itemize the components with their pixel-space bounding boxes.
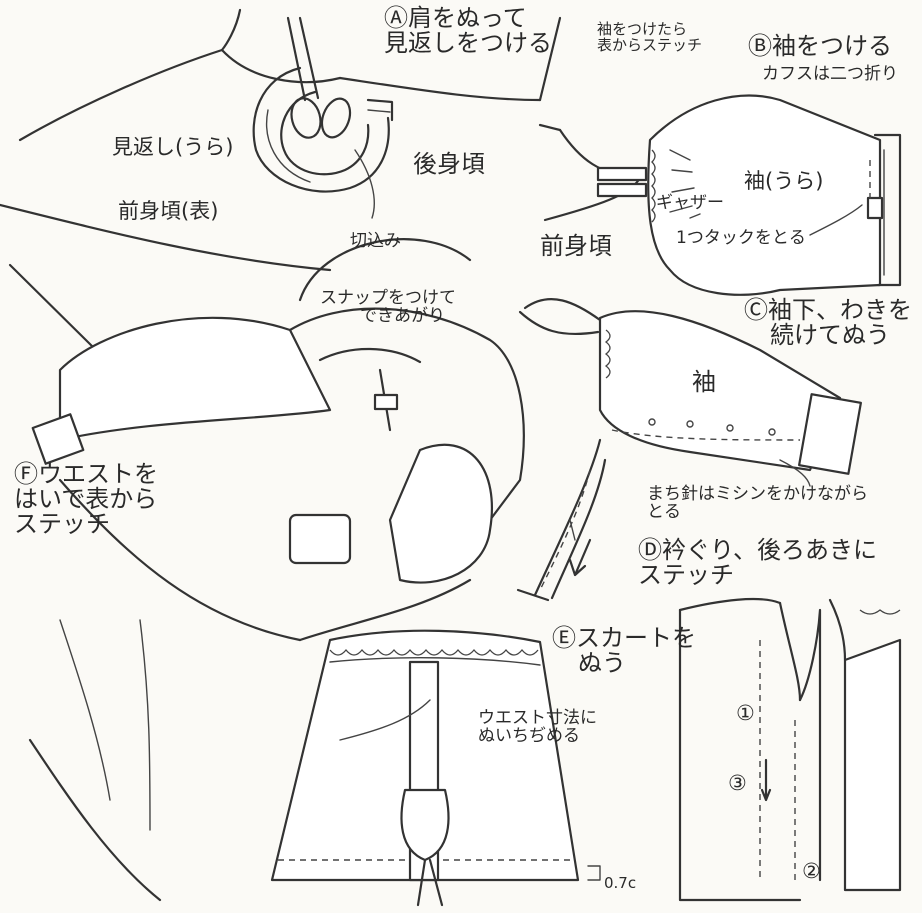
note-attach-snaps: スナップをつけて できあがり [320, 288, 456, 326]
note-topstitch-line2: 表からステッチ [597, 35, 703, 54]
step-d-back-drawing [678, 597, 902, 902]
scissors-icon [286, 16, 352, 139]
step-f-title-line3: ステッチ [14, 510, 110, 539]
step-b-sleeve-drawing [538, 94, 902, 296]
note-gather-waist: ウエスト寸法に ぬいちぢめる [478, 708, 597, 746]
step-a-marker: Ⓐ [384, 4, 408, 32]
step-c-title: Ⓒ袖下、わきを 続けてぬう [744, 296, 912, 350]
step-d-marker: Ⓓ [638, 536, 662, 564]
step-a-title-line1: 肩をぬって [408, 4, 527, 32]
note-topstitch-line1: 袖をつけたら [597, 20, 688, 38]
step-a-title-line2: 見返しをつける [384, 29, 552, 58]
step-d-title: Ⓓ衿ぐり、後ろあきに ステッチ [638, 536, 878, 590]
step-b-title: Ⓑ袖をつける [748, 32, 892, 60]
step-f-title-line2: はいで表から [14, 485, 158, 514]
stitch-order-2: ② [802, 859, 821, 883]
note-attach-snaps-line2: できあがり [360, 305, 445, 326]
measure-hem: 0.7c [604, 874, 637, 892]
step-f-title-line1: ウエストを [38, 460, 158, 488]
note-remove-pins-line2: とる [647, 501, 681, 522]
step-d-title-line2: ステッチ [638, 561, 734, 590]
step-b-title-text: 袖をつける [772, 32, 892, 60]
label-notch: 切込み [350, 231, 401, 251]
note-attach-snaps-line1: スナップをつけて [320, 288, 456, 308]
step-e-title-line1: スカートを [576, 624, 696, 652]
step-a-bodice-drawing [0, 8, 562, 352]
step-f-title: Ⓕウエストを はいで表から ステッチ [14, 460, 158, 539]
label-back-bodice: 後身頃 [413, 150, 485, 178]
note-remove-pins-line1: まち針はミシンをかけながら [647, 484, 868, 504]
step-f-dress-drawing [28, 238, 525, 902]
step-d-title-line1: 衿ぐり、後ろあきに [662, 536, 878, 564]
note-topstitch-sleeve: 袖をつけたら 表からステッチ [597, 20, 703, 54]
stitch-order-1: ① [736, 701, 755, 725]
label-gathers: ギャザー [656, 193, 724, 213]
label-one-tuck: 1つタックをとる [676, 228, 806, 248]
step-c-title-line2: 続けてぬう [770, 321, 890, 350]
label-front-bodice-b: 前身頃 [540, 232, 612, 260]
step-e-title-line2: ぬう [578, 649, 626, 678]
label-front-bodice-right-side: 前身頃(表) [118, 199, 219, 223]
step-c-seam-drawing [516, 298, 862, 602]
note-remove-pins: まち針はミシンをかけながら とる [647, 484, 868, 522]
note-gather-waist-line1: ウエスト寸法に [478, 708, 597, 728]
step-a-title: Ⓐ肩をぬって 見返しをつける [384, 4, 552, 58]
step-e-marker: Ⓔ [552, 624, 576, 652]
step-c-marker: Ⓒ [744, 296, 768, 324]
step-c-title-line1: 袖下、わきを [768, 296, 912, 324]
label-facing: 見返し(うら) [112, 135, 234, 159]
step-b-marker: Ⓑ [748, 32, 772, 60]
step-e-skirt-drawing [270, 629, 601, 907]
label-sleeve-wrong-side: 袖(うら) [744, 169, 824, 193]
label-sleeve-c: 袖 [692, 368, 716, 396]
note-cuff-folded: カフスは二つ折り [762, 64, 898, 84]
step-f-marker: Ⓕ [14, 460, 38, 488]
note-gather-waist-line2: ぬいちぢめる [478, 725, 580, 746]
stitch-order-3: ③ [728, 771, 747, 795]
step-e-title: Ⓔスカートを ぬう [552, 624, 696, 678]
